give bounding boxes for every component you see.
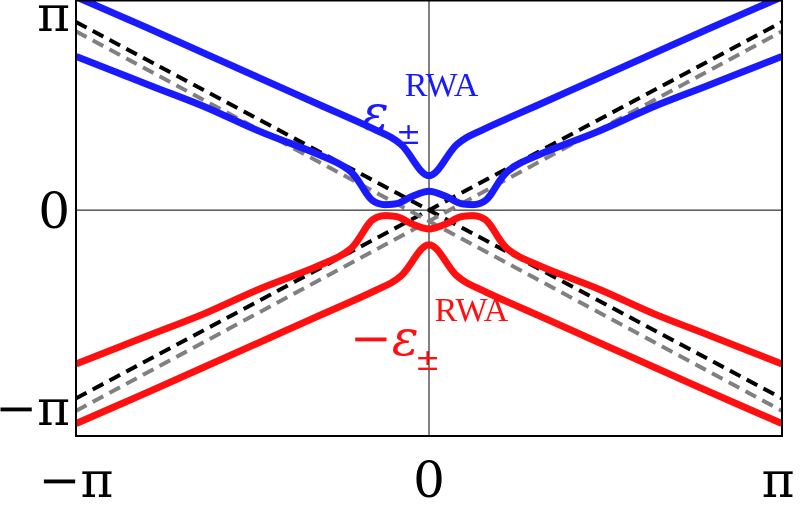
annotation-main-text: ε: [362, 84, 389, 142]
series-line-7: [76, 29, 782, 413]
x-tick-label: π: [762, 451, 795, 509]
annotation-subscript: ±: [396, 117, 421, 152]
x-tick-label: −π: [39, 451, 114, 509]
series-layer: [76, 0, 782, 436]
series-line-2: [76, 212, 782, 368]
annotation-epsilon-plus: ε RWA: [362, 67, 479, 142]
series-line-0: [76, 0, 782, 180]
annotation-main-text: −ε: [350, 309, 419, 367]
series-line-1: [76, 53, 782, 209]
annotation-subscript: ±: [415, 343, 440, 378]
y-tick-label: −π: [0, 379, 70, 437]
series-line-3: [76, 241, 782, 427]
x-tick-label: 0: [413, 451, 445, 509]
y-tick-label: π: [37, 0, 70, 43]
annotation-superscript: RWA: [435, 292, 509, 329]
annotation-superscript: RWA: [405, 67, 479, 104]
plot-frame: [75, 0, 783, 437]
series-line-5: [76, 20, 782, 401]
y-tick-label: 0: [38, 182, 70, 240]
annotation-minus-epsilon: −ε RWA: [350, 292, 509, 367]
